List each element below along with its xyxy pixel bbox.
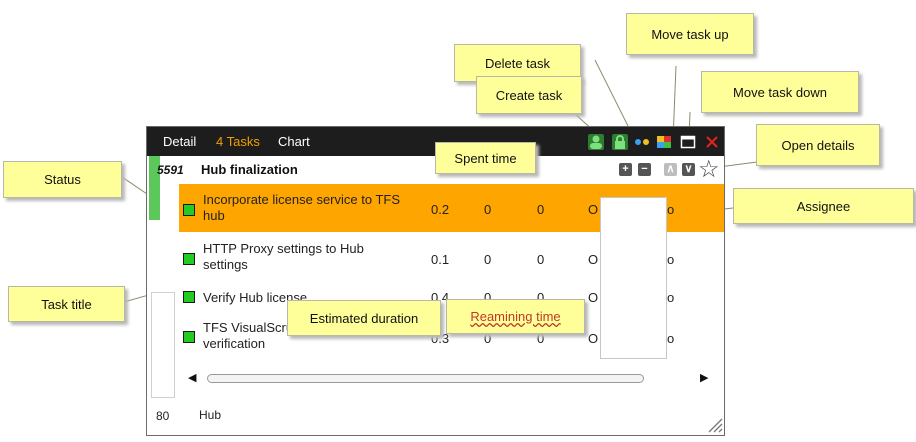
lock-icon[interactable] (612, 134, 628, 150)
remaining-time[interactable]: 0 (537, 252, 545, 267)
task-title[interactable]: Verify Hub license (203, 290, 307, 306)
callout-assignee: Assignee (733, 188, 914, 224)
assignee-marker-small: o (667, 202, 675, 217)
spent-time[interactable]: 0 (484, 252, 492, 267)
callout-estimated-duration: Estimated duration (287, 300, 441, 336)
window-icon-svg (680, 135, 696, 149)
estimated-duration[interactable]: 0.1 (431, 252, 450, 267)
assignee-marker-small: o (667, 252, 675, 267)
remaining-time[interactable]: 0 (537, 331, 545, 346)
dots-icon-svg (635, 139, 649, 145)
task-row[interactable]: TFS VisualScru verification 0.3 0 0 O o (179, 315, 724, 359)
remaining-time[interactable]: 0 (537, 202, 545, 217)
callout-delete-task: Delete task (454, 44, 581, 82)
tab-tasks[interactable]: 4 Tasks (216, 134, 260, 149)
estimated-duration[interactable]: 0.2 (431, 202, 450, 217)
task-title-line2: settings (203, 257, 248, 272)
task-title-line1: HTTP Proxy settings to Hub (203, 241, 364, 256)
user-icon[interactable] (588, 134, 604, 150)
close-icon-svg (706, 136, 718, 148)
footer-label: Hub (199, 408, 222, 422)
close-icon[interactable] (704, 134, 720, 150)
task-title[interactable]: HTTP Proxy settings to Hub settings (203, 241, 364, 273)
scroll-right-arrow[interactable]: ▶ (700, 372, 709, 384)
task-status-checkbox[interactable] (183, 253, 195, 265)
callout-remaining-time-text: Reamining time (470, 309, 561, 324)
task-status-checkbox[interactable] (183, 331, 195, 343)
assignee-marker: O (588, 202, 599, 217)
open-details-star-icon[interactable]: ☆ (698, 156, 720, 183)
callout-status: Status (3, 161, 122, 198)
footer-number: 80 (156, 409, 170, 423)
user-icon-svg (590, 135, 602, 149)
tab-chart[interactable]: Chart (278, 134, 310, 149)
callout-move-task-up: Move task up (626, 13, 754, 55)
task-title[interactable]: Incorporate license service to TFS hub (203, 192, 400, 224)
task-status-checkbox[interactable] (183, 291, 195, 303)
callout-spent-time: Spent time (435, 142, 536, 174)
color-icon-svg (657, 136, 671, 148)
horizontal-scrollbar[interactable] (207, 374, 644, 383)
move-task-up-button[interactable]: ∧ (664, 163, 677, 176)
assignee-marker: O (588, 331, 599, 346)
story-status-bar (149, 156, 160, 220)
callout-open-details: Open details (756, 124, 880, 166)
assignee-marker-small: o (667, 290, 675, 305)
callout-create-task: Create task (476, 76, 582, 114)
task-title-line2: hub (203, 208, 225, 223)
create-task-button[interactable]: + (619, 163, 632, 176)
tab-detail[interactable]: Detail (163, 134, 197, 149)
assignee-marker: O (588, 290, 599, 305)
lock-icon-svg (615, 135, 625, 149)
story-id: 5591 (157, 163, 184, 177)
callout-remaining-time: Reamining time (446, 299, 585, 334)
task-title-line2: verification (203, 336, 266, 351)
task-widget: Detail 4 Tasks Chart 5591 Hub finalizati… (146, 126, 725, 436)
assignee-marker-small: o (667, 331, 675, 346)
task-title-line1: TFS VisualScru (203, 320, 294, 335)
assignee-marker: O (588, 252, 599, 267)
left-side-panel (151, 292, 175, 398)
story-title[interactable]: Hub finalization (201, 162, 298, 177)
task-title-line1: Incorporate license service to TFS (203, 192, 401, 207)
scroll-left-arrow[interactable]: ◀ (188, 372, 197, 384)
spent-time[interactable]: 0 (484, 290, 492, 305)
callout-move-task-down: Move task down (701, 71, 859, 113)
spent-time[interactable]: 0 (484, 202, 492, 217)
task-row[interactable]: Verify Hub license 0.4 0 0 O o (179, 285, 724, 313)
resize-grip-svg (708, 418, 723, 433)
color-icon[interactable] (656, 134, 672, 150)
task-row[interactable]: HTTP Proxy settings to Hub settings 0.1 … (179, 236, 724, 282)
task-title-line1: Verify Hub license (203, 290, 308, 305)
top-toolbar: Detail 4 Tasks Chart (147, 127, 724, 156)
spent-time[interactable]: 0 (484, 331, 492, 346)
window-icon[interactable] (680, 134, 696, 150)
task-status-checkbox[interactable] (183, 204, 195, 216)
assignee-dropdown-panel[interactable] (600, 197, 667, 359)
delete-task-button[interactable]: − (638, 163, 651, 176)
remaining-time[interactable]: 0 (537, 290, 545, 305)
move-task-down-button[interactable]: ∨ (682, 163, 695, 176)
resize-grip-icon[interactable] (705, 415, 723, 433)
callout-task-title: Task title (8, 286, 125, 322)
dots-icon[interactable] (634, 134, 650, 150)
task-title[interactable]: TFS VisualScru verification (203, 320, 293, 352)
